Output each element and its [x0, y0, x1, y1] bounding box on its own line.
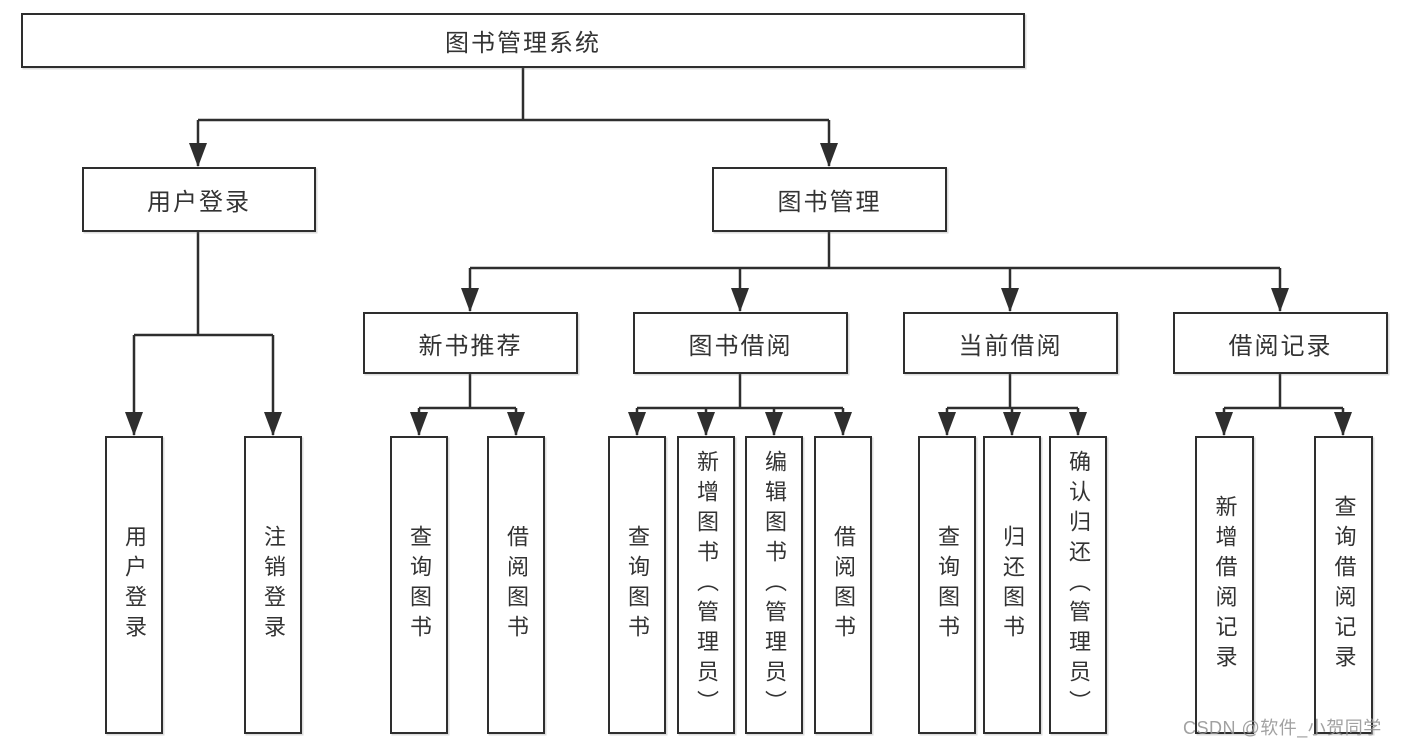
- leaf-logout-label: 注销登录: [261, 525, 286, 645]
- node-book-borrow-label: 图书借阅: [688, 332, 793, 360]
- leaf-edit-books-admin-label: 编辑图书（管理员）: [762, 450, 787, 720]
- leaf-confirm-return-admin: 确认归还（管理员）: [1049, 436, 1107, 734]
- node-user-login: 用户登录: [82, 167, 316, 232]
- connector-new-book-recommend-children: [410, 374, 525, 436]
- connector-book-management-children: [461, 232, 1289, 312]
- node-borrow-records: 借阅记录: [1173, 312, 1388, 374]
- node-borrow-records-label: 借阅记录: [1228, 332, 1333, 360]
- node-current-borrow-label: 当前借阅: [958, 332, 1063, 360]
- leaf-query-borrow-record: 查询借阅记录: [1314, 436, 1373, 734]
- leaf-query-books-current: 查询图书: [918, 436, 976, 734]
- leaf-query-books-recommend: 查询图书: [390, 436, 448, 734]
- leaf-edit-books-admin: 编辑图书（管理员）: [745, 436, 803, 734]
- leaf-add-borrow-record: 新增借阅记录: [1195, 436, 1254, 734]
- leaf-query-books-current-label: 查询图书: [935, 525, 960, 645]
- connector-current-borrow-children: [938, 374, 1087, 436]
- leaf-borrow-books-recommend-label: 借阅图书: [504, 525, 529, 645]
- leaf-query-books-recommend-label: 查询图书: [407, 525, 432, 645]
- leaf-add-books-admin-label: 新增图书（管理员）: [694, 450, 719, 720]
- node-library-system-label: 图书管理系统: [445, 30, 601, 57]
- leaf-user-login: 用户登录: [105, 436, 163, 734]
- node-user-login-label: 用户登录: [147, 189, 251, 216]
- leaf-add-books-admin: 新增图书（管理员）: [677, 436, 735, 734]
- leaf-borrow-books: 借阅图书: [814, 436, 872, 734]
- node-new-book-recommend: 新书推荐: [363, 312, 578, 374]
- node-new-book-recommend-label: 新书推荐: [418, 332, 523, 360]
- node-book-management: 图书管理: [712, 167, 947, 232]
- node-current-borrow: 当前借阅: [903, 312, 1118, 374]
- leaf-add-borrow-record-label: 新增借阅记录: [1212, 495, 1238, 675]
- connector-book-borrow-children: [628, 374, 852, 436]
- leaf-logout: 注销登录: [244, 436, 302, 734]
- node-book-management-label: 图书管理: [777, 189, 882, 216]
- leaf-query-borrow-record-label: 查询借阅记录: [1331, 495, 1357, 675]
- leaf-borrow-books-recommend: 借阅图书: [487, 436, 545, 734]
- node-book-borrow: 图书借阅: [633, 312, 848, 374]
- leaf-query-books-borrow-label: 查询图书: [625, 525, 650, 645]
- leaf-return-books-label: 归还图书: [1000, 525, 1025, 645]
- leaf-user-login-label: 用户登录: [122, 525, 147, 645]
- leaf-borrow-books-label: 借阅图书: [831, 525, 856, 645]
- leaf-confirm-return-admin-label: 确认归还（管理员）: [1066, 450, 1091, 720]
- leaf-query-books-borrow: 查询图书: [608, 436, 666, 734]
- connector-user-login-children: [125, 232, 282, 436]
- connector-root-to-level1: [189, 68, 838, 167]
- node-library-system: 图书管理系统: [21, 13, 1025, 68]
- leaf-return-books: 归还图书: [983, 436, 1041, 734]
- connector-borrow-records-children: [1215, 374, 1352, 436]
- csdn-watermark: CSDN @软件_小贺同学: [1183, 718, 1382, 738]
